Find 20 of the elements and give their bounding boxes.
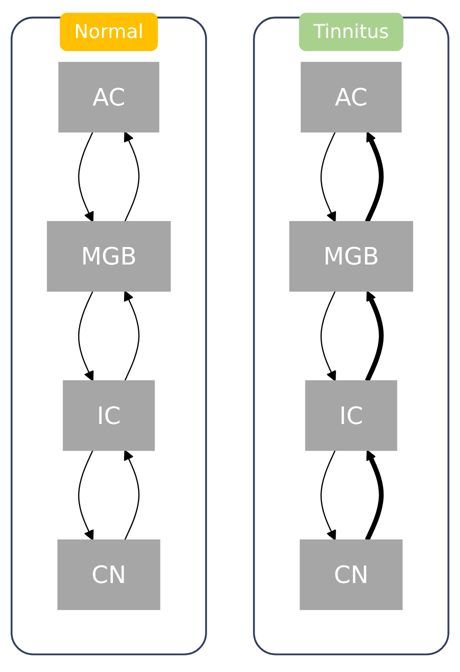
node-box: AC: [58, 62, 160, 133]
node-box: CN: [57, 539, 160, 610]
arrow: [320, 132, 336, 222]
arrow: [78, 450, 94, 541]
arrow: [124, 450, 140, 540]
node-box: IC: [62, 380, 155, 451]
node-box: MGB: [46, 221, 171, 292]
arrow: [364, 131, 384, 223]
arrow: [78, 290, 94, 382]
arrow: [320, 450, 336, 541]
node-box: IC: [305, 380, 398, 451]
node-box: MGB: [289, 221, 414, 292]
arrow: [364, 290, 384, 382]
arrow: [124, 131, 140, 222]
arrow: [320, 290, 336, 382]
arrow: [78, 132, 94, 222]
node-box: CN: [300, 539, 403, 610]
arrow: [364, 450, 384, 542]
arrow: [124, 290, 140, 382]
node-box: AC: [300, 62, 402, 133]
